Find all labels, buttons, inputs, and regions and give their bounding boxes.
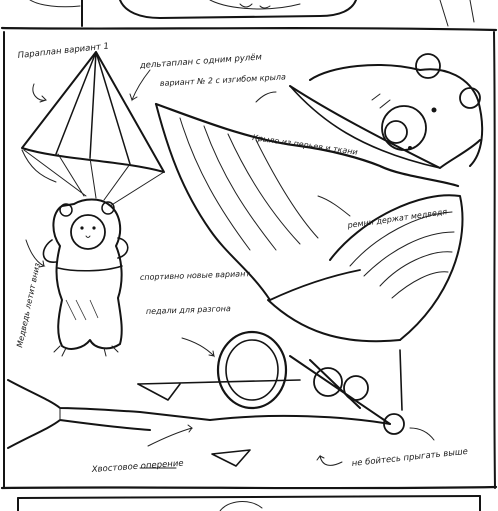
label-left-side: Медведь летит вниз xyxy=(15,262,42,348)
glider-lower-wing xyxy=(267,194,464,343)
label-glider-type: дельтаплан с одним рулём xyxy=(139,52,263,71)
bear-head-right xyxy=(309,53,484,167)
top-panel-frame xyxy=(0,0,498,32)
label-wing-note: Крыло из перьев и ткани xyxy=(252,133,359,157)
tail-fin xyxy=(7,379,251,469)
main-panel-frame xyxy=(0,31,498,490)
label-glider-detail: вариант № 2 с изгибом крыла xyxy=(160,72,287,88)
label-bottom-right: не бойтесь прыгать выше xyxy=(351,447,468,469)
label-sportiono: спортивно новые вариант xyxy=(140,269,251,282)
bear-face-icon xyxy=(42,198,129,357)
label-harness: ремни держат медведя xyxy=(346,207,448,230)
glider-wing xyxy=(154,85,481,301)
parachute-icon xyxy=(21,51,165,207)
annotation-arrows xyxy=(25,69,435,466)
label-pedal-note: педали для разгона xyxy=(146,304,231,316)
wheel-icon xyxy=(137,330,405,435)
label-bottom-left: Хвостовое оперение xyxy=(91,459,184,475)
bottom-panel-frame xyxy=(17,495,481,511)
